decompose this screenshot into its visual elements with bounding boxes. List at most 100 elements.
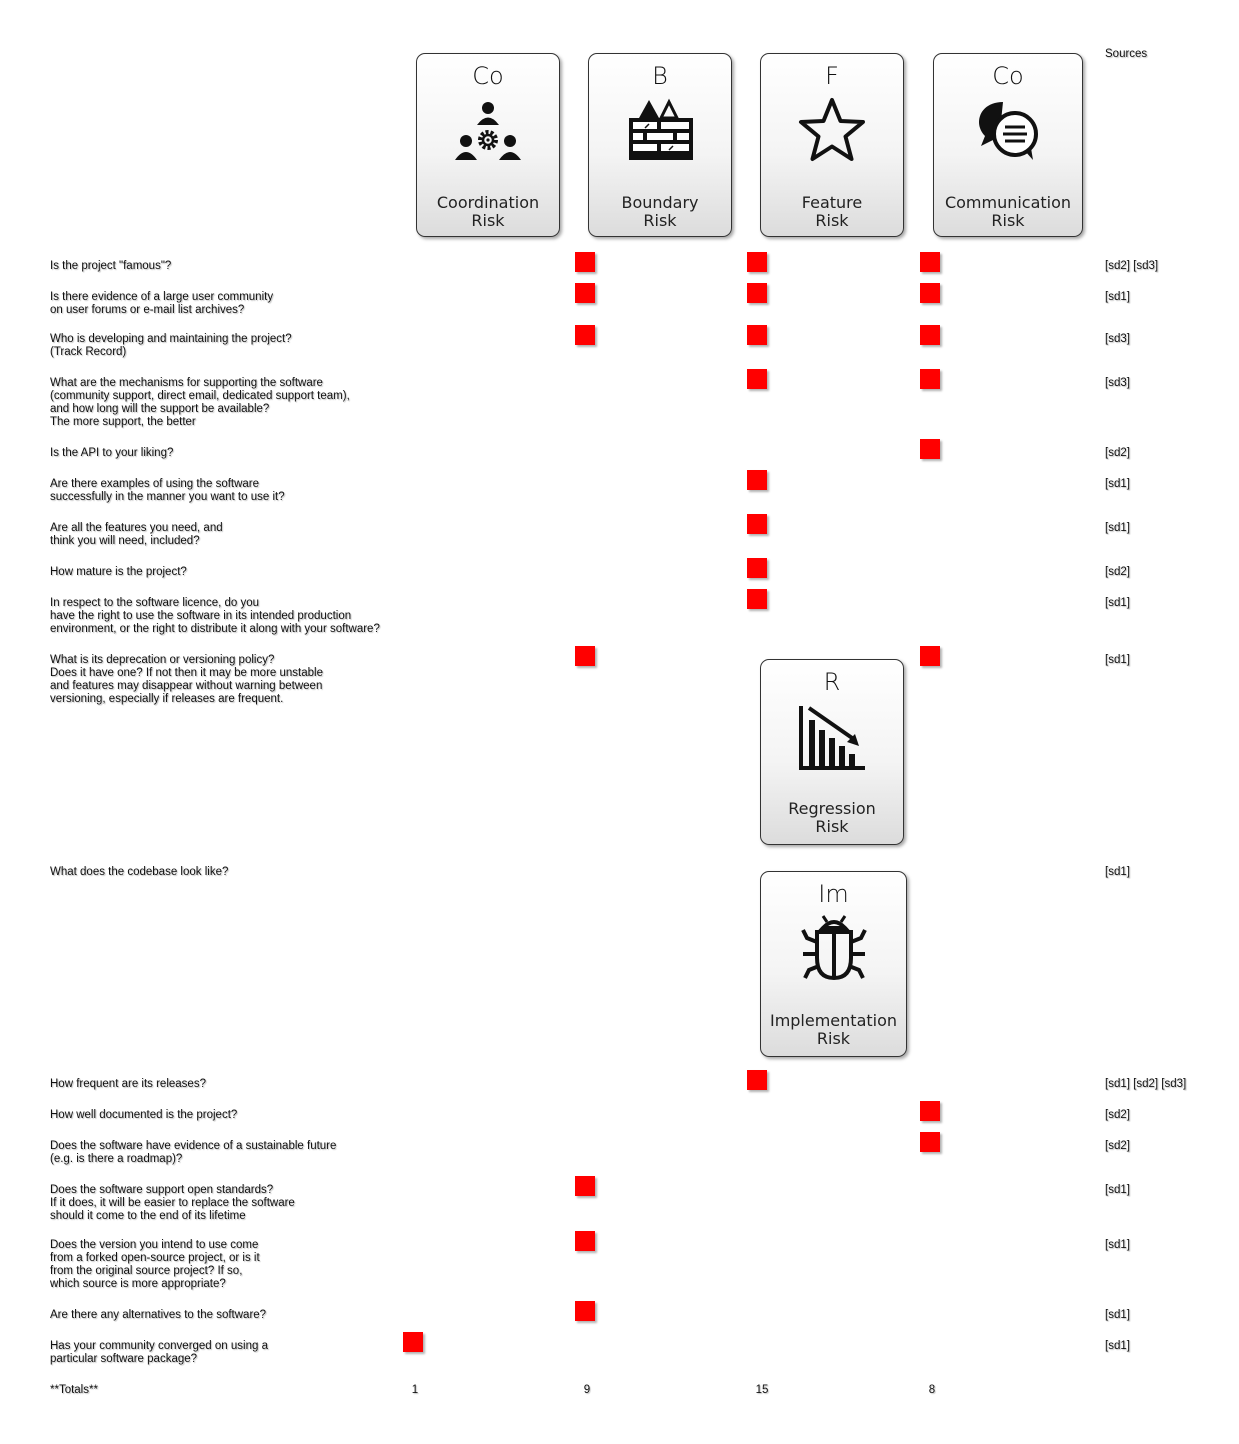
question-text: What does the codebase look like? <box>50 866 228 879</box>
card-name: Feature Risk <box>761 194 903 230</box>
question-line: (community support, direct email, dedica… <box>50 390 350 402</box>
question-line: Is the API to your liking? <box>50 447 174 459</box>
total-communication: 8 <box>928 1384 936 1396</box>
question-line: and how long will the support be availab… <box>50 403 270 415</box>
brick-wall-icon <box>589 94 731 168</box>
source-references: [sd2] <box>1105 566 1130 578</box>
risk-mark <box>747 589 767 609</box>
question-text: Is there evidence of a large user commun… <box>50 291 273 317</box>
source-references: [sd1] <box>1105 1340 1130 1352</box>
card-name-line: Coordination <box>436 193 540 212</box>
card-name: Communication Risk <box>934 194 1082 230</box>
source-references: [sd1] <box>1105 866 1130 878</box>
question-line: What is its deprecation or versioning po… <box>50 654 275 666</box>
risk-mark <box>747 369 767 389</box>
risk-mark <box>920 325 940 345</box>
source-references: [sd1] <box>1105 654 1130 666</box>
question-line: Does the software have evidence of a sus… <box>50 1140 337 1152</box>
question-text: Are there any alternatives to the softwa… <box>50 1309 266 1322</box>
card-abbreviation: B <box>652 62 668 90</box>
risk-mark <box>920 283 940 303</box>
question-text: Does the version you intend to use come f… <box>50 1239 260 1291</box>
question-line: (Track Record) <box>50 346 127 358</box>
source-references: [sd1] <box>1105 1239 1130 1251</box>
risk-mark <box>575 283 595 303</box>
card-name-line: Regression <box>788 799 876 818</box>
question-text: What are the mechanisms for supporting t… <box>50 377 350 429</box>
question-line: Who is developing and maintaining the pr… <box>50 333 292 345</box>
source-references: [sd1] <box>1105 1184 1130 1196</box>
risk-mark <box>747 252 767 272</box>
risk-mark <box>747 558 767 578</box>
card-name-line: Risk <box>815 817 849 836</box>
question-line: should it come to the end of its lifetim… <box>50 1210 246 1222</box>
risk-mark <box>920 646 940 666</box>
regression-risk-card: R Regression Risk <box>760 659 904 845</box>
question-line: (e.g. is there a roadmap)? <box>50 1153 183 1165</box>
card-name: Boundary Risk <box>589 194 731 230</box>
totals-label: **Totals** <box>50 1384 98 1396</box>
source-references: [sd1] [sd2] [sd3] <box>1105 1078 1187 1090</box>
risk-mark <box>920 439 940 459</box>
boundary-risk-card: B Boundary Risk <box>588 53 732 237</box>
card-name: Coordination Risk <box>417 194 559 230</box>
risk-mark <box>920 252 940 272</box>
speech-bubbles-icon <box>934 94 1082 168</box>
question-line: What are the mechanisms for supporting t… <box>50 377 323 389</box>
risk-mark <box>747 470 767 490</box>
risk-mark <box>920 1132 940 1152</box>
question-text: Is the project "famous"? <box>50 260 171 273</box>
risk-mark <box>403 1332 423 1352</box>
feature-risk-card: F Feature Risk <box>760 53 904 237</box>
risk-mark <box>575 325 595 345</box>
card-name-line: Risk <box>471 211 505 230</box>
question-line: from the original source project? If so, <box>50 1265 243 1277</box>
question-text: Does the software have evidence of a sus… <box>50 1140 336 1166</box>
question-text: Who is developing and maintaining the pr… <box>50 333 292 359</box>
star-icon <box>761 94 903 168</box>
card-name: Regression Risk <box>761 800 903 836</box>
card-name-line: Implementation <box>769 1011 898 1030</box>
question-line: In respect to the software licence, do y… <box>50 597 260 609</box>
card-abbreviation: F <box>825 62 839 90</box>
source-references: [sd3] <box>1105 377 1130 389</box>
source-references: [sd3] <box>1105 333 1130 345</box>
question-line: Does the software support open standards… <box>50 1184 274 1196</box>
card-name: Implementation Risk <box>761 1012 906 1048</box>
communication-risk-card: Co Communication Risk <box>933 53 1083 237</box>
source-references: [sd2] <box>1105 1140 1130 1152</box>
question-line: on user forums or e-mail list archives? <box>50 304 245 316</box>
source-references: [sd1] <box>1105 291 1130 303</box>
people-gear-icon <box>417 94 559 168</box>
question-line: Are there examples of using the software <box>50 478 260 490</box>
question-line: Is the project "famous"? <box>50 260 172 272</box>
declining-chart-icon <box>761 700 903 774</box>
risk-mark <box>575 1176 595 1196</box>
source-references: [sd2] <box>1105 1109 1130 1121</box>
question-line: The more support, the better <box>50 416 196 428</box>
question-line: think you will need, included? <box>50 535 200 547</box>
implementation-risk-card: Im Implementation Risk <box>760 871 907 1057</box>
question-line: have the right to use the software in it… <box>50 610 352 622</box>
question-text: In respect to the software licence, do y… <box>50 597 380 636</box>
card-name-line: Communication <box>944 193 1072 212</box>
risk-mark <box>747 514 767 534</box>
question-text: How well documented is the project? <box>50 1109 237 1122</box>
source-references: [sd1] <box>1105 597 1130 609</box>
source-references: [sd2] <box>1105 447 1130 459</box>
question-line: Does the version you intend to use come <box>50 1239 259 1251</box>
question-line: successfully in the manner you want to u… <box>50 491 285 503</box>
card-abbreviation: R <box>823 668 841 696</box>
question-text: Are there examples of using the software… <box>50 478 285 504</box>
total-feature: 15 <box>755 1384 769 1396</box>
source-references: [sd1] <box>1105 478 1130 490</box>
source-references: [sd2] [sd3] <box>1105 260 1159 272</box>
question-text: Is the API to your liking? <box>50 447 173 460</box>
bug-icon <box>761 912 906 986</box>
question-text: How mature is the project? <box>50 566 187 579</box>
card-name-line: Risk <box>643 211 677 230</box>
card-name-line: Risk <box>991 211 1025 230</box>
question-text: How frequent are its releases? <box>50 1078 206 1091</box>
